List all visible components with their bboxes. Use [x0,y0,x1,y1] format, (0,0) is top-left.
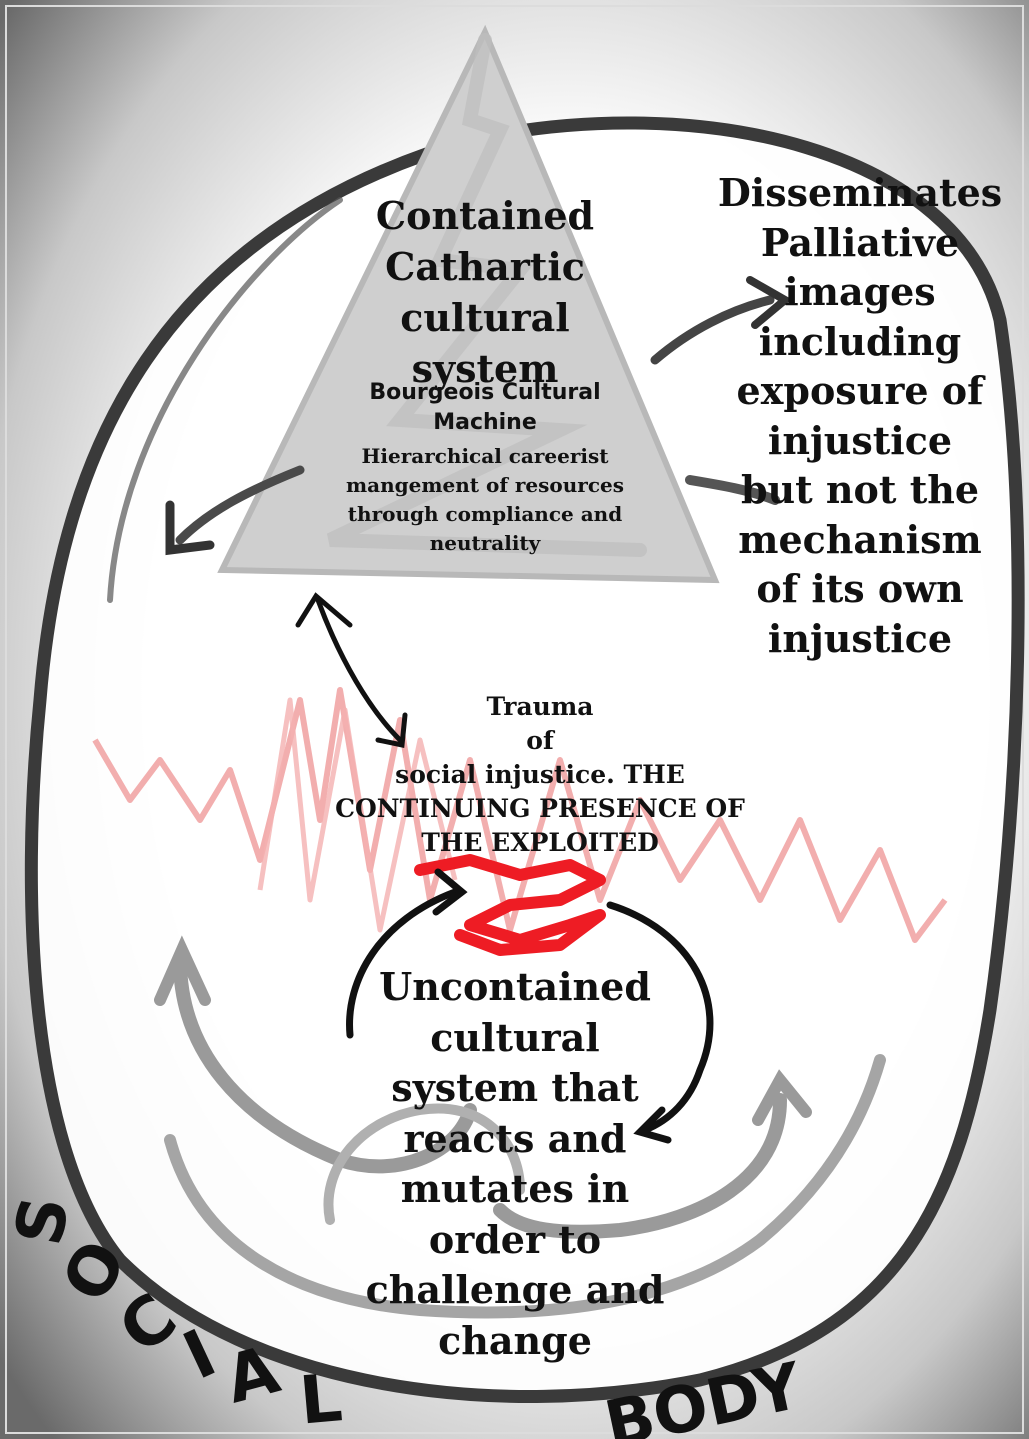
disseminates-line: but not the [705,465,1015,515]
social-letter-l: L [297,1359,346,1439]
uncontained-line: cultural [345,1013,685,1064]
uncontained-line: mutates in [345,1164,685,1215]
disseminates-line: injustice [705,416,1015,466]
trauma-line: CONTINUING PRESENCE OF [280,792,800,826]
uncontained-line: reacts and [345,1114,685,1165]
disseminates-line: Disseminates [705,168,1015,218]
trauma-line: social injustice. THE [280,758,800,792]
uncontained-line: change [345,1316,685,1367]
pyramid-title-line: cultural [330,292,640,343]
disseminates-text: Disseminates Palliative images including… [705,168,1015,663]
trauma-line: Trauma [280,690,800,724]
trauma-line: of [280,724,800,758]
uncontained-text: Uncontained cultural system that reacts … [345,962,685,1366]
pyramid-subtitle: Bourgeois Cultural Machine [330,378,640,438]
pyramid-subtitle-line: Bourgeois Cultural [330,378,640,408]
disseminates-line: of its own [705,564,1015,614]
trauma-line: THE EXPLOITED [280,826,800,860]
uncontained-line: order to [345,1215,685,1266]
uncontained-line: challenge and [345,1265,685,1316]
disseminates-line: Palliative [705,218,1015,268]
pyramid-detail: Hierarchical careerist mangement of reso… [322,442,648,558]
disseminates-line: images [705,267,1015,317]
pyramid-detail-line: neutrality [322,529,648,558]
pyramid-detail-line: mangement of resources [322,471,648,500]
disseminates-line: including [705,317,1015,367]
pyramid-title: Contained Cathartic cultural system [330,190,640,394]
disseminates-line: injustice [705,614,1015,664]
pyramid-detail-line: Hierarchical careerist [322,442,648,471]
pyramid-detail-line: through compliance and [322,500,648,529]
disseminates-line: exposure of [705,366,1015,416]
uncontained-line: system that [345,1063,685,1114]
disseminates-line: mechanism [705,515,1015,565]
pyramid-title-line: Contained [330,190,640,241]
trauma-text: Trauma of social injustice. THE CONTINUI… [280,690,800,860]
pyramid-subtitle-line: Machine [330,408,640,438]
uncontained-line: Uncontained [345,962,685,1013]
pyramid-title-line: Cathartic [330,241,640,292]
